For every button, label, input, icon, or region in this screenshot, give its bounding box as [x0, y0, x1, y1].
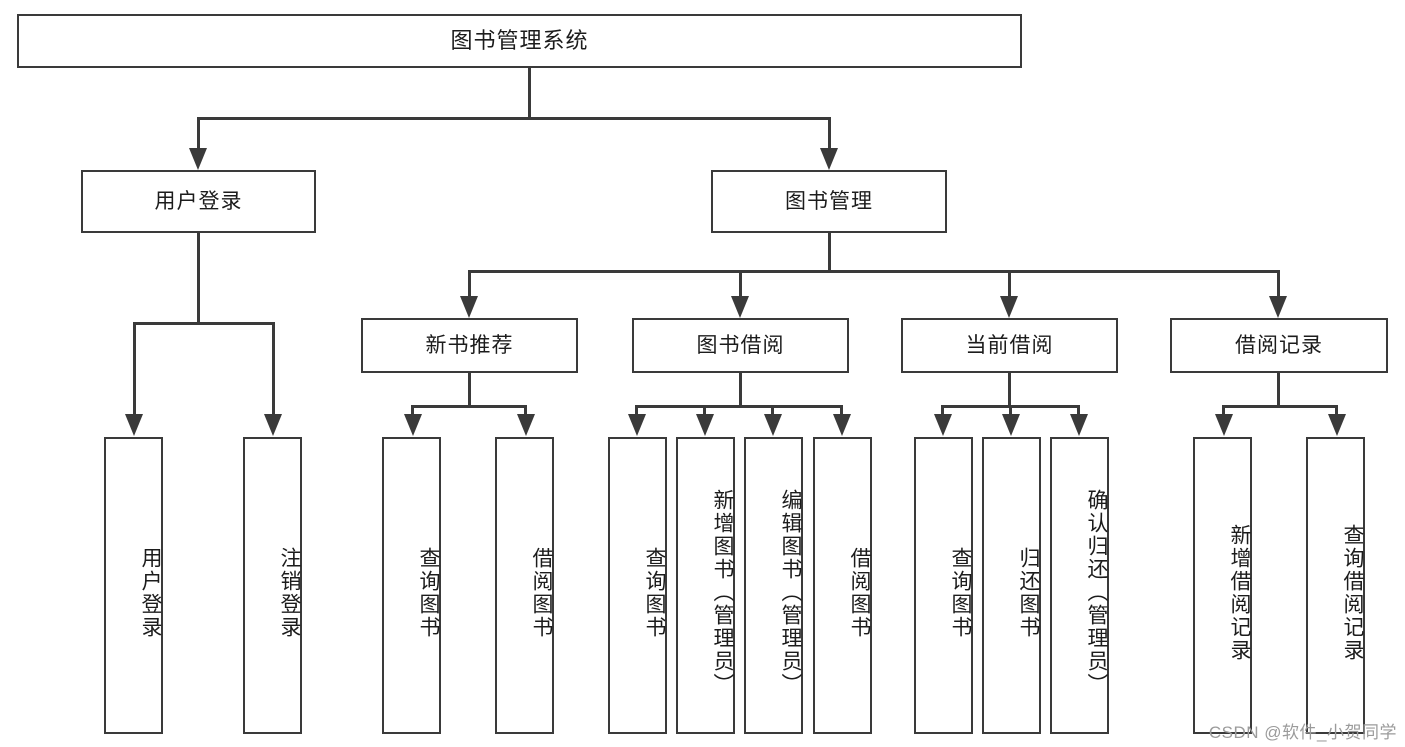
- arrow-book-mgmt-to-current-borrow: [1000, 296, 1018, 318]
- arrow-new-book-to-leaf-2: [517, 414, 535, 436]
- connector-borrow-record-bar: [1222, 405, 1338, 408]
- connector-book-mgmt-to-borrow-record: [1277, 270, 1280, 297]
- arrow-book-borrow-to-leaf-2: [696, 414, 714, 436]
- connector-borrow-record-to-leaf-2: [1335, 405, 1338, 415]
- connector-root-stem: [528, 68, 531, 119]
- connector-borrow-record-to-leaf-1: [1222, 405, 1225, 415]
- arrow-current-borrow-to-leaf-2: [1002, 414, 1020, 436]
- arrow-user-login-to-leaf-2: [264, 414, 282, 436]
- connector-user-login-to-leaf-1: [133, 322, 136, 415]
- leaf-label: 新增图书（管理员）: [711, 489, 734, 696]
- connector-book-mgmt-to-new-book: [468, 270, 471, 297]
- connector-root-to-book-mgmt: [828, 117, 831, 150]
- node-book-borrow[interactable]: 图书借阅: [632, 318, 849, 373]
- node-book-management[interactable]: 图书管理: [711, 170, 947, 233]
- arrow-new-book-to-leaf-1: [404, 414, 422, 436]
- connector-current-borrow-to-leaf-2: [1009, 405, 1012, 415]
- leaf-label: 查询借阅记录: [1341, 523, 1364, 662]
- leaf-label: 查询图书: [417, 546, 440, 639]
- arrow-borrow-record-to-leaf-2: [1328, 414, 1346, 436]
- leaf-label: 编辑图书（管理员）: [779, 489, 802, 696]
- connector-book-mgmt-to-book-borrow: [739, 270, 742, 297]
- arrow-root-to-book-mgmt: [820, 148, 838, 170]
- leaf-book-borrow-edit-book-admin[interactable]: 编辑图书（管理员）: [744, 437, 803, 734]
- csdn-watermark: CSDN @软件_小贺同学: [1208, 723, 1397, 742]
- leaf-label: 确认归还（管理员）: [1085, 489, 1108, 696]
- node-borrow-record[interactable]: 借阅记录: [1170, 318, 1388, 373]
- connector-current-borrow-to-leaf-1: [941, 405, 944, 415]
- arrow-borrow-record-to-leaf-1: [1215, 414, 1233, 436]
- leaf-book-borrow-add-book-admin[interactable]: 新增图书（管理员）: [676, 437, 735, 734]
- connector-new-book-stem: [468, 373, 471, 407]
- connector-book-mgmt-bar: [468, 270, 1280, 273]
- connector-book-borrow-to-leaf-2: [703, 405, 706, 415]
- leaf-new-book-borrow-book[interactable]: 借阅图书: [495, 437, 554, 734]
- connector-book-borrow-bar: [635, 405, 843, 408]
- leaf-label: 借阅图书: [848, 546, 871, 639]
- arrow-current-borrow-to-leaf-1: [934, 414, 952, 436]
- leaf-label: 查询图书: [643, 546, 666, 639]
- connector-borrow-record-stem: [1277, 373, 1280, 407]
- node-root-library-system[interactable]: 图书管理系统: [17, 14, 1022, 68]
- leaf-user-login-logout[interactable]: 注销登录: [243, 437, 302, 734]
- connector-new-book-bar: [411, 405, 527, 408]
- connector-book-mgmt-stem: [828, 233, 831, 271]
- connector-user-login-stem: [197, 233, 200, 322]
- connector-book-borrow-to-leaf-4: [840, 405, 843, 415]
- node-user-login[interactable]: 用户登录: [81, 170, 316, 233]
- leaf-current-borrow-return-book[interactable]: 归还图书: [982, 437, 1041, 734]
- node-current-borrow[interactable]: 当前借阅: [901, 318, 1118, 373]
- connector-new-book-to-leaf-2: [524, 405, 527, 415]
- connector-book-mgmt-to-current-borrow: [1008, 270, 1011, 297]
- connector-book-borrow-to-leaf-1: [635, 405, 638, 415]
- leaf-label: 用户登录: [139, 546, 162, 639]
- leaf-borrow-record-query-record[interactable]: 查询借阅记录: [1306, 437, 1365, 734]
- leaf-label: 新增借阅记录: [1228, 523, 1251, 662]
- leaf-label: 查询图书: [949, 546, 972, 639]
- arrow-book-mgmt-to-book-borrow: [731, 296, 749, 318]
- leaf-label: 借阅图书: [530, 546, 553, 639]
- connector-user-login-to-leaf-2: [272, 322, 275, 415]
- connector-root-bar: [197, 117, 831, 120]
- connector-book-borrow-to-leaf-3: [771, 405, 774, 415]
- leaf-current-borrow-confirm-return-admin[interactable]: 确认归还（管理员）: [1050, 437, 1109, 734]
- leaf-label: 注销登录: [278, 546, 301, 639]
- arrow-book-borrow-to-leaf-3: [764, 414, 782, 436]
- connector-root-to-user-login: [197, 117, 200, 150]
- leaf-user-login-login[interactable]: 用户登录: [104, 437, 163, 734]
- leaf-label: 归还图书: [1017, 546, 1040, 639]
- connector-current-borrow-to-leaf-3: [1077, 405, 1080, 415]
- arrow-book-borrow-to-leaf-4: [833, 414, 851, 436]
- arrow-book-mgmt-to-new-book: [460, 296, 478, 318]
- leaf-current-borrow-query-book[interactable]: 查询图书: [914, 437, 973, 734]
- leaf-book-borrow-query-book[interactable]: 查询图书: [608, 437, 667, 734]
- arrow-user-login-to-leaf-1: [125, 414, 143, 436]
- connector-current-borrow-stem: [1008, 373, 1011, 407]
- connector-new-book-to-leaf-1: [411, 405, 414, 415]
- arrow-root-to-user-login: [189, 148, 207, 170]
- arrow-book-mgmt-to-borrow-record: [1269, 296, 1287, 318]
- connector-book-borrow-stem: [739, 373, 742, 407]
- leaf-book-borrow-borrow-book[interactable]: 借阅图书: [813, 437, 872, 734]
- connector-user-login-bar: [133, 322, 275, 325]
- arrow-book-borrow-to-leaf-1: [628, 414, 646, 436]
- leaf-new-book-query-book[interactable]: 查询图书: [382, 437, 441, 734]
- node-new-book-recommend[interactable]: 新书推荐: [361, 318, 578, 373]
- arrow-current-borrow-to-leaf-3: [1070, 414, 1088, 436]
- leaf-borrow-record-add-record[interactable]: 新增借阅记录: [1193, 437, 1252, 734]
